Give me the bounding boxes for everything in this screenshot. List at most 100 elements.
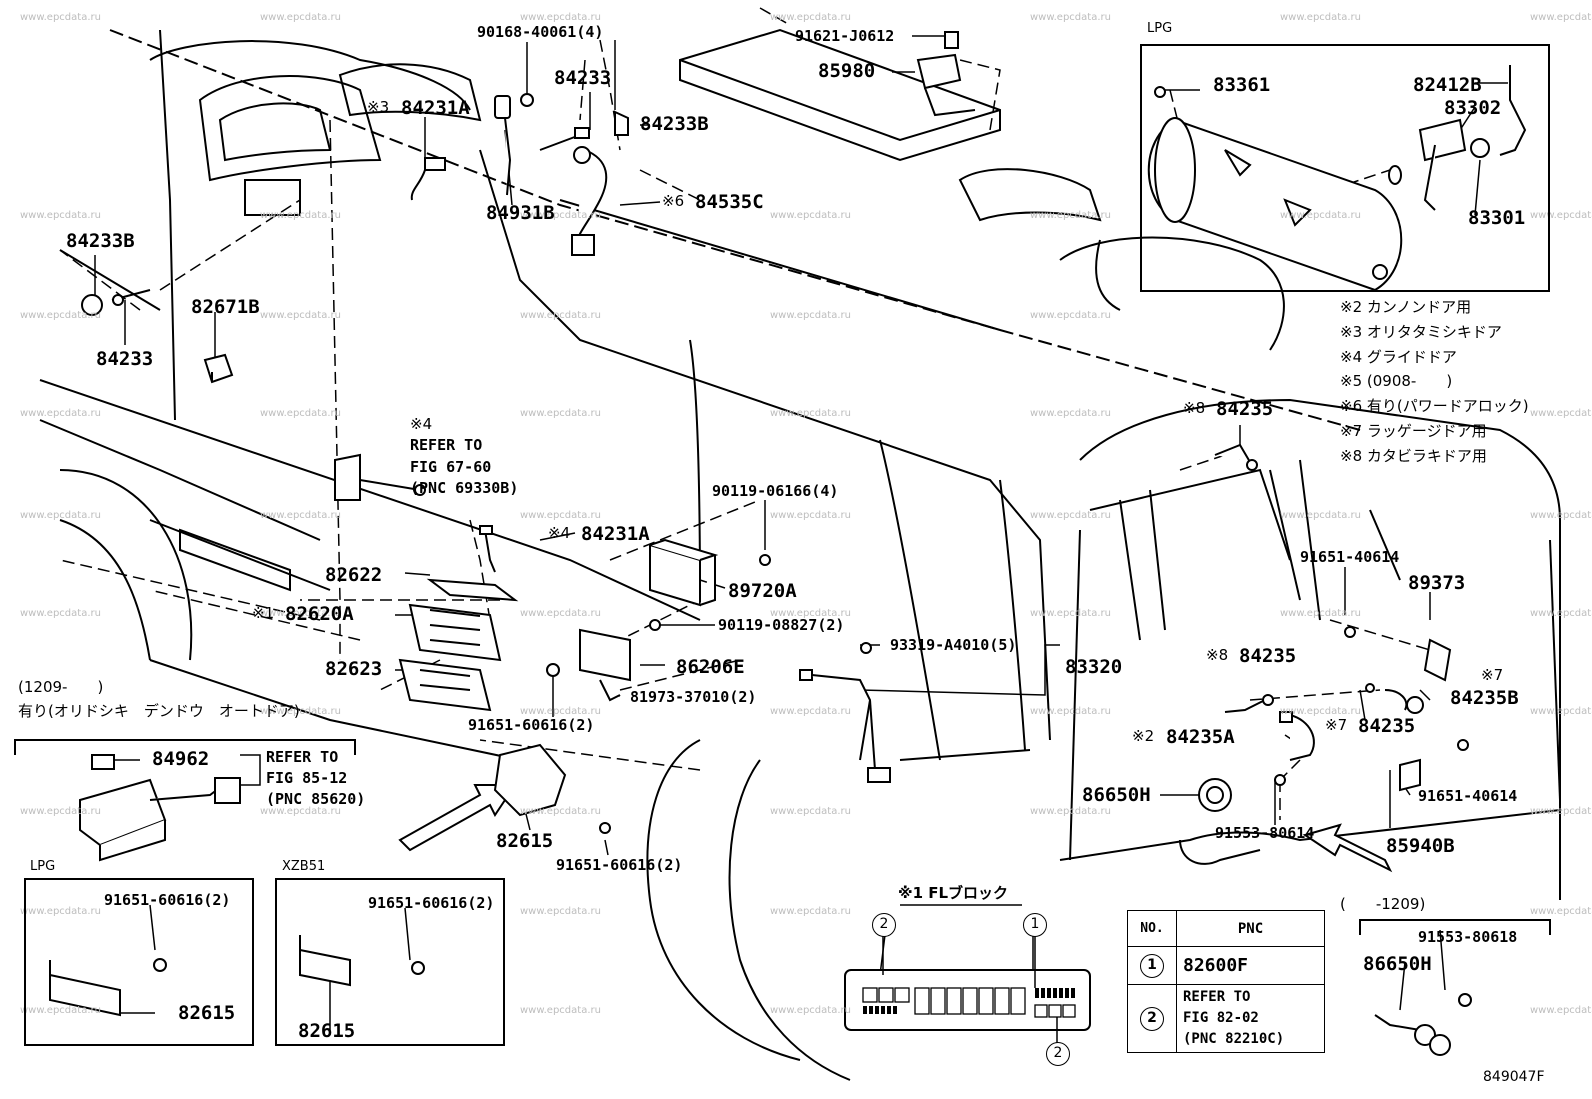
callout-84233-left: 84233 [96,348,154,370]
callout-89373: 89373 [1408,572,1466,594]
callout-90119-08827: 90119-08827(2) [718,616,845,634]
watermark: www.epcdata.ru [520,906,601,917]
legend-item-5: ※5 (0908- ) [1340,372,1453,390]
watermark: www.epcdata.ru [520,310,601,321]
callout-84235-b: 84235 [1239,645,1297,667]
watermark: www.epcdata.ru [1530,1005,1592,1016]
callout-91553-80618: 91553-80618 [1418,928,1518,946]
watermark: www.epcdata.ru [770,210,851,221]
watermark: www.epcdata.ru [1530,408,1592,419]
refer-fig67-line3: (PNC 69330B) [410,479,519,497]
callout-91651-60616-a: 91651-60616(2) [468,716,595,734]
rh-note: ( -1209) [1340,895,1426,913]
legend-item-4: ※4 グライドドア [1340,348,1457,366]
callout-mark4b: ※4 [548,524,571,542]
watermark: www.epcdata.ru [770,806,851,817]
legend-item-7: ※7 ラッゲージドア用 [1340,422,1487,440]
watermark: www.epcdata.ru [770,1005,851,1016]
watermark: www.epcdata.ru [520,408,601,419]
watermark: www.epcdata.ru [1280,210,1361,221]
callout-82615-lpg: 82615 [178,1002,236,1024]
pnc-row2-pnc: REFER TO FIG 82-02 (PNC 82210C) [1176,984,1325,1053]
watermark: www.epcdata.ru [1530,806,1592,817]
pnc-row2-line2: FIG 82-02 [1183,1010,1259,1026]
refer-fig67-line2: FIG 67-60 [410,458,492,476]
callout-93319-A4010: 93319-A4010(5) [890,636,1017,654]
callout-mark1: ※1 [252,604,275,622]
callout-82622: 82622 [325,564,383,586]
callout-91651-60616-b: 91651-60616(2) [556,856,683,874]
autodoor-title: 有り(オリドシキ デンドウ オートドア) [18,702,300,720]
pnc-head-pnc: PNC [1176,910,1325,947]
watermark: www.epcdata.ru [770,706,851,717]
callout-84931B: 84931B [486,202,555,224]
fl-mark-1: 1 [1023,913,1047,937]
watermark: www.epcdata.ru [520,706,601,717]
autodoor-note: (1209- ) [18,678,104,696]
fl-mark-2b: 2 [1046,1042,1070,1066]
watermark: www.epcdata.ru [260,806,341,817]
watermark: www.epcdata.ru [260,608,341,619]
callout-mark7a: ※7 [1481,666,1504,684]
callout-84231A-mid: 84231A [581,523,650,545]
callout-83301: 83301 [1468,207,1526,229]
pnc-row1-no-cell: 1 [1127,946,1177,985]
watermark: www.epcdata.ru [770,608,851,619]
pnc-row1-no: 1 [1140,953,1164,978]
callout-82412B: 82412B [1413,74,1482,96]
watermark: www.epcdata.ru [520,12,601,23]
callout-mark7b: ※7 [1325,716,1348,734]
callout-84233B-top: 84233B [640,113,709,135]
watermark: www.epcdata.ru [20,608,101,619]
watermark: www.epcdata.ru [520,1005,601,1016]
watermark: www.epcdata.ru [520,608,601,619]
callout-91553-80614: 91553-80614 [1215,824,1315,842]
callout-89720A: 89720A [728,580,797,602]
watermark: www.epcdata.ru [1030,408,1111,419]
pnc-row2-no: 2 [1140,1006,1164,1031]
refer-fig67-line1: REFER TO [410,436,483,454]
callout-mark4a: ※4 [410,415,433,433]
pnc-row2-line3: (PNC 82210C) [1183,1031,1285,1047]
inset-xzb51-title: XZB51 [282,859,326,874]
watermark: www.epcdata.ru [1280,510,1361,521]
callout-91651-60616-d: 91651-60616(2) [368,894,495,912]
legend-item-3: ※3 オリタタミシキドア [1340,323,1502,341]
callout-85980: 85980 [818,60,876,82]
callout-mark2: ※2 [1132,727,1155,745]
callout-84235-c: 84235 [1358,715,1416,737]
watermark: www.epcdata.ru [1530,12,1592,23]
watermark: www.epcdata.ru [20,12,101,23]
watermark: www.epcdata.ru [1030,310,1111,321]
watermark: www.epcdata.ru [260,408,341,419]
watermark: www.epcdata.ru [1530,706,1592,717]
pnc-head-no: NO. [1127,910,1177,947]
inset-xzb51 [275,878,505,1046]
callout-91651-40614-a: 91651-40614 [1300,548,1400,566]
watermark: www.epcdata.ru [20,210,101,221]
callout-86206E: 86206E [676,656,745,678]
refer-fig85-line1: REFER TO [266,748,339,766]
callout-91651-60616-c: 91651-60616(2) [104,891,231,909]
callout-mark8b: ※8 [1206,646,1229,664]
watermark: www.epcdata.ru [520,510,601,521]
pnc-row2-line1: REFER TO [1183,989,1251,1005]
callout-84962: 84962 [152,748,210,770]
legend-item-6: ※6 有り(パワードアロック) [1340,397,1529,415]
watermark: www.epcdata.ru [770,906,851,917]
watermark: www.epcdata.ru [20,510,101,521]
watermark: www.epcdata.ru [770,12,851,23]
callout-90119-06166: 90119-06166(4) [712,482,839,500]
watermark: www.epcdata.ru [1030,806,1111,817]
watermark: www.epcdata.ru [520,806,601,817]
refer-fig85-line2: FIG 85-12 [266,769,348,787]
callout-84235B: 84235B [1450,687,1519,709]
watermark: www.epcdata.ru [1280,608,1361,619]
watermark: www.epcdata.ru [1530,608,1592,619]
pnc-row2-no-cell: 2 [1127,984,1177,1053]
callout-84231A-top: 84231A [401,97,470,119]
inset-lpg-bottom [24,878,254,1046]
watermark: www.epcdata.ru [20,1005,101,1016]
diagram-id: 849047F [1483,1069,1545,1085]
